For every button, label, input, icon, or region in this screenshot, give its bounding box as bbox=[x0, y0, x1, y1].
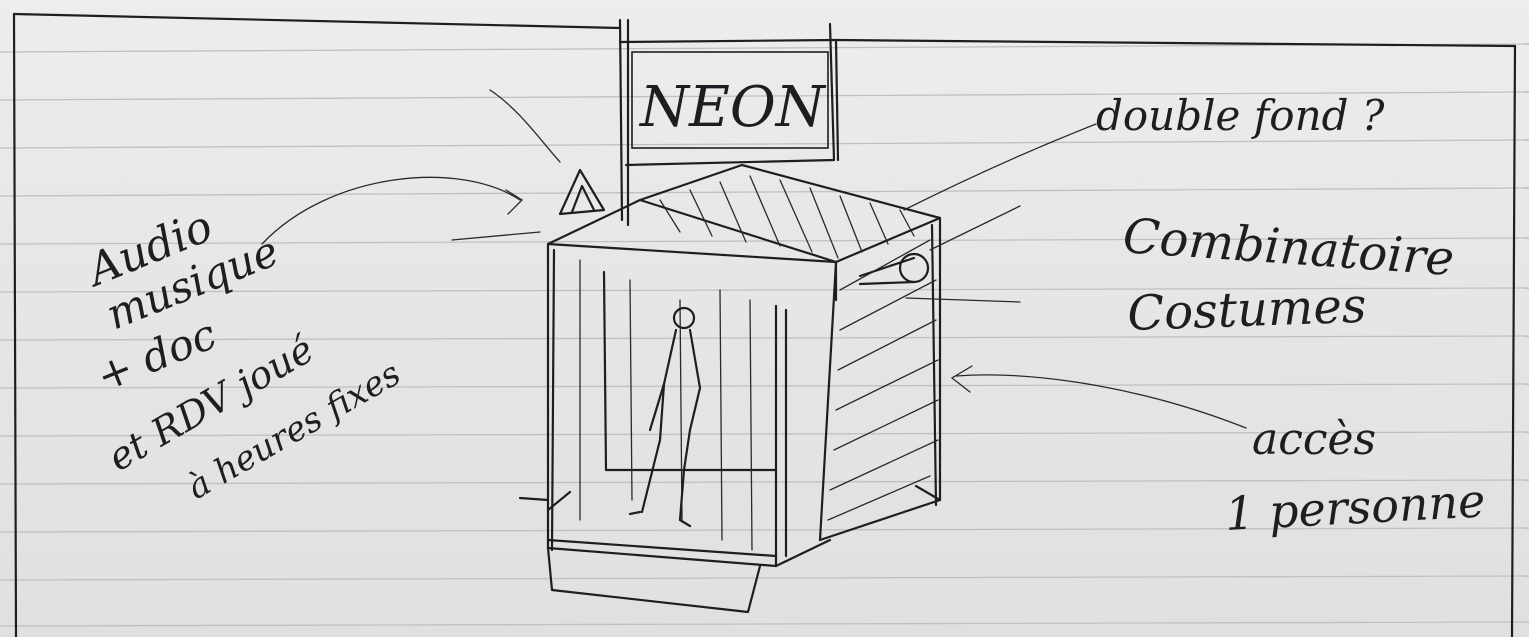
booth-box bbox=[520, 165, 940, 612]
note-acces: accès bbox=[1252, 414, 1376, 465]
neon-sign: NEON bbox=[620, 20, 838, 225]
neon-sign-text: NEON bbox=[638, 75, 827, 140]
handwritten-notes: double fond ? Combinatoire Costumes accè… bbox=[77, 91, 1486, 541]
person-figure bbox=[630, 308, 700, 526]
note-combinatoire: Combinatoire bbox=[1121, 208, 1456, 287]
note-double-fond: double fond ? bbox=[1096, 91, 1385, 140]
annotation-arrows bbox=[262, 90, 1246, 428]
note-costumes: Costumes bbox=[1126, 278, 1367, 342]
note-une-personne: 1 personne bbox=[1224, 473, 1487, 541]
